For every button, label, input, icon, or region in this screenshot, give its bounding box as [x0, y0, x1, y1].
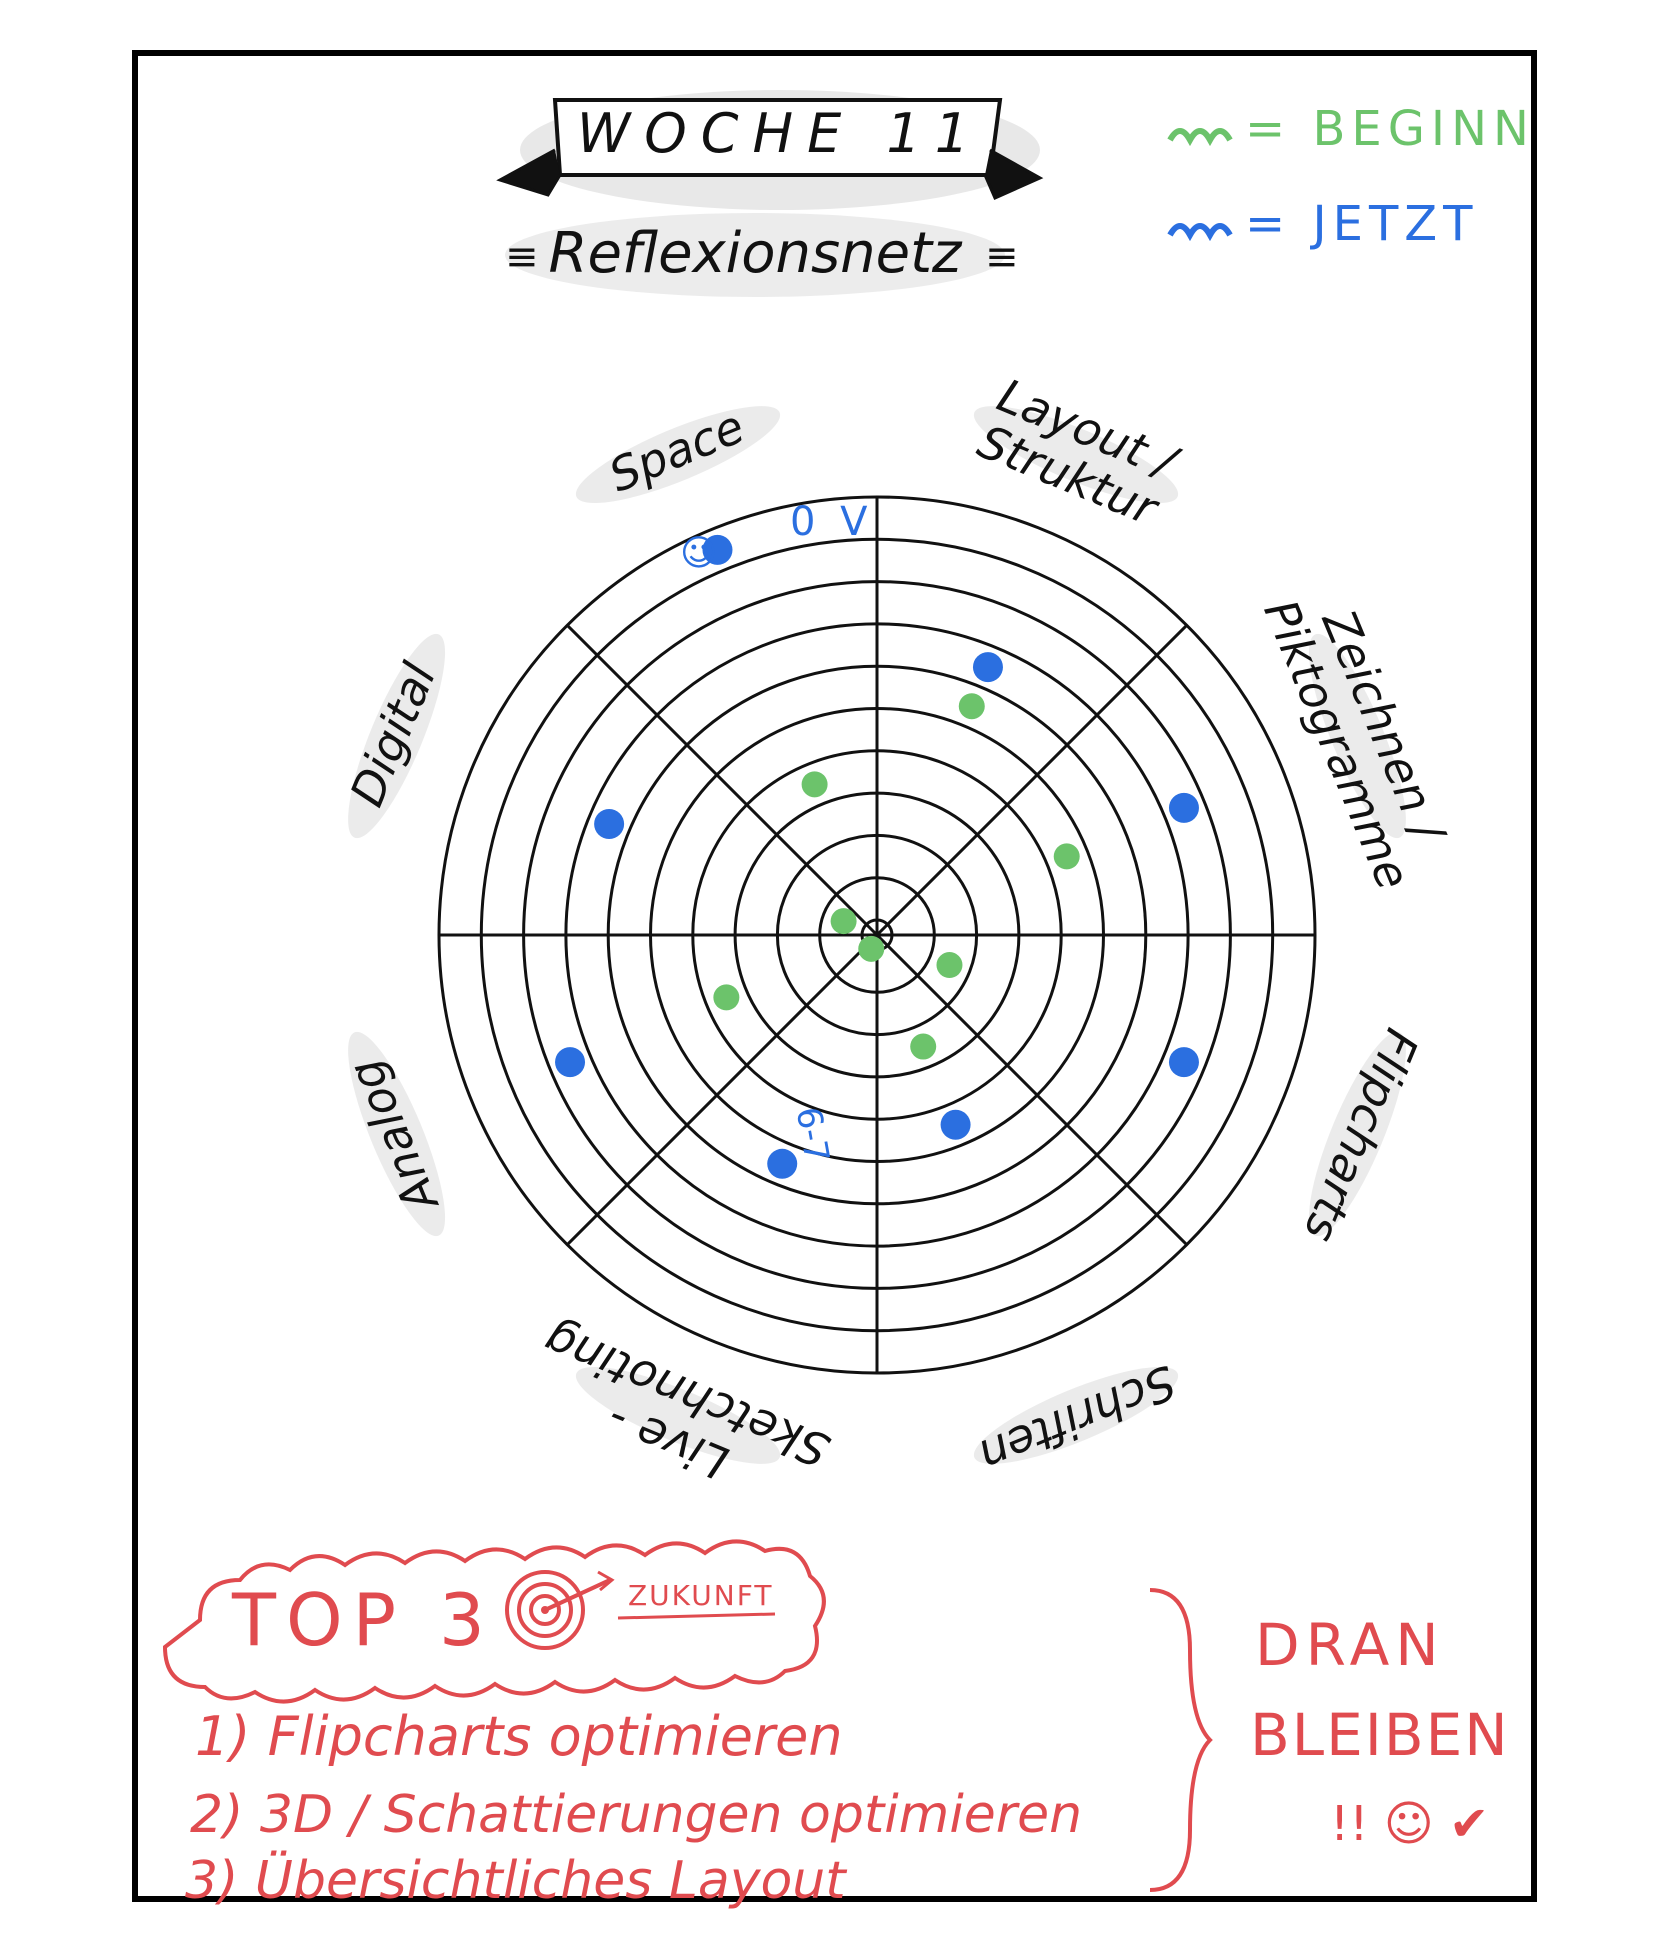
now-dot: [594, 809, 625, 840]
left-mark: 6-7: [788, 1104, 837, 1166]
side-note-line2: BLEIBEN: [1250, 1701, 1510, 1769]
title-banner: WOCHE 11: [496, 90, 1044, 210]
segment-label-flipcharts: Flipcharts: [1293, 1021, 1429, 1249]
begin-dot: [713, 984, 740, 1011]
segment-label-schriften: Schriften: [972, 1355, 1184, 1484]
now-dot: [702, 534, 733, 565]
label-shadow: [575, 406, 781, 504]
begin-dot: [830, 908, 857, 935]
legend: = BEGINN = JETZT: [1167, 101, 1535, 252]
begin-dot: [958, 693, 985, 720]
label-shadow: [1308, 633, 1406, 839]
smiley-mark-icon: ☺: [680, 533, 718, 574]
begin-dot: [1053, 843, 1080, 870]
segment-label-live: Live -Sketchnoting: [517, 1312, 837, 1524]
wheel-spoke: [875, 933, 1188, 1246]
reflection-wheel: [437, 495, 1317, 1375]
now-dot: [767, 1148, 798, 1179]
legend-now-swatch: [1167, 223, 1233, 242]
top3-tag: ZUKUNFT: [628, 1579, 773, 1612]
side-note: DRAN BLEIBEN !! ☺ ✔: [1149, 1588, 1510, 1892]
top3-list: 1) Flipcharts optimieren 2) 3D / Schatti…: [185, 1705, 1082, 1911]
top3-heading: TOP 3: [231, 1578, 495, 1662]
begin-dot: [910, 1033, 937, 1060]
now-dot: [972, 652, 1003, 683]
wheel-dots: [555, 534, 1199, 1179]
curly-bracket: [1149, 1588, 1213, 1892]
label-shadow: [575, 1366, 781, 1464]
legend-now-label: = JETZT: [1245, 196, 1478, 252]
label-shadow: [348, 633, 446, 839]
top3-item-2: 2) 3D / Schattierungen optimieren: [190, 1785, 1082, 1845]
begin-dot: [801, 771, 828, 798]
side-note-line1: DRAN: [1255, 1611, 1445, 1679]
legend-begin-label: = BEGINN: [1245, 101, 1535, 157]
subtitle-deco-left: ≡: [505, 234, 539, 280]
wheel-spoke: [875, 624, 1188, 937]
segment-label-piktogramme: Zeichnen /Piktogramme: [1253, 573, 1467, 897]
segment-label-space: Space: [601, 399, 751, 503]
now-dot: [1168, 792, 1199, 823]
top-mark: 0 V: [790, 499, 874, 545]
now-dot: [555, 1047, 586, 1078]
now-dot: [1168, 1047, 1199, 1078]
label-shadow: [973, 1366, 1179, 1464]
begin-dot: [936, 952, 963, 979]
label-shadow: [1308, 1031, 1406, 1237]
begin-dot: [858, 935, 885, 962]
wheel-spoke: [566, 624, 879, 937]
subtitle-group: Reflexionsnetz ≡ ≡: [505, 213, 1019, 297]
subtitle-text: Reflexionsnetz: [549, 221, 964, 286]
segment-label-lago: Layout /Struktur: [970, 368, 1187, 537]
banner-text: WOCHE 11: [577, 102, 983, 165]
top3-item-1: 1) Flipcharts optimieren: [195, 1705, 843, 1768]
segment-label-digital: Digital: [339, 655, 446, 814]
segment-label-analog: Analog: [338, 1052, 450, 1222]
page-frame: [132, 50, 1537, 1902]
subtitle-deco-right: ≡: [985, 234, 1019, 280]
now-dot: [940, 1109, 971, 1140]
side-note-emoji: !! ☺ ✔: [1330, 1796, 1489, 1852]
top3-item-3: 3) Übersichtliches Layout: [185, 1850, 847, 1911]
target-icon: [505, 1570, 615, 1650]
legend-begin-swatch: [1167, 128, 1233, 147]
top3-cloud: TOP 3 ZUKUNFT: [162, 1539, 826, 1704]
label-shadow: [973, 406, 1179, 504]
label-shadow: [348, 1031, 446, 1237]
wheel-spoke: [566, 933, 879, 1246]
